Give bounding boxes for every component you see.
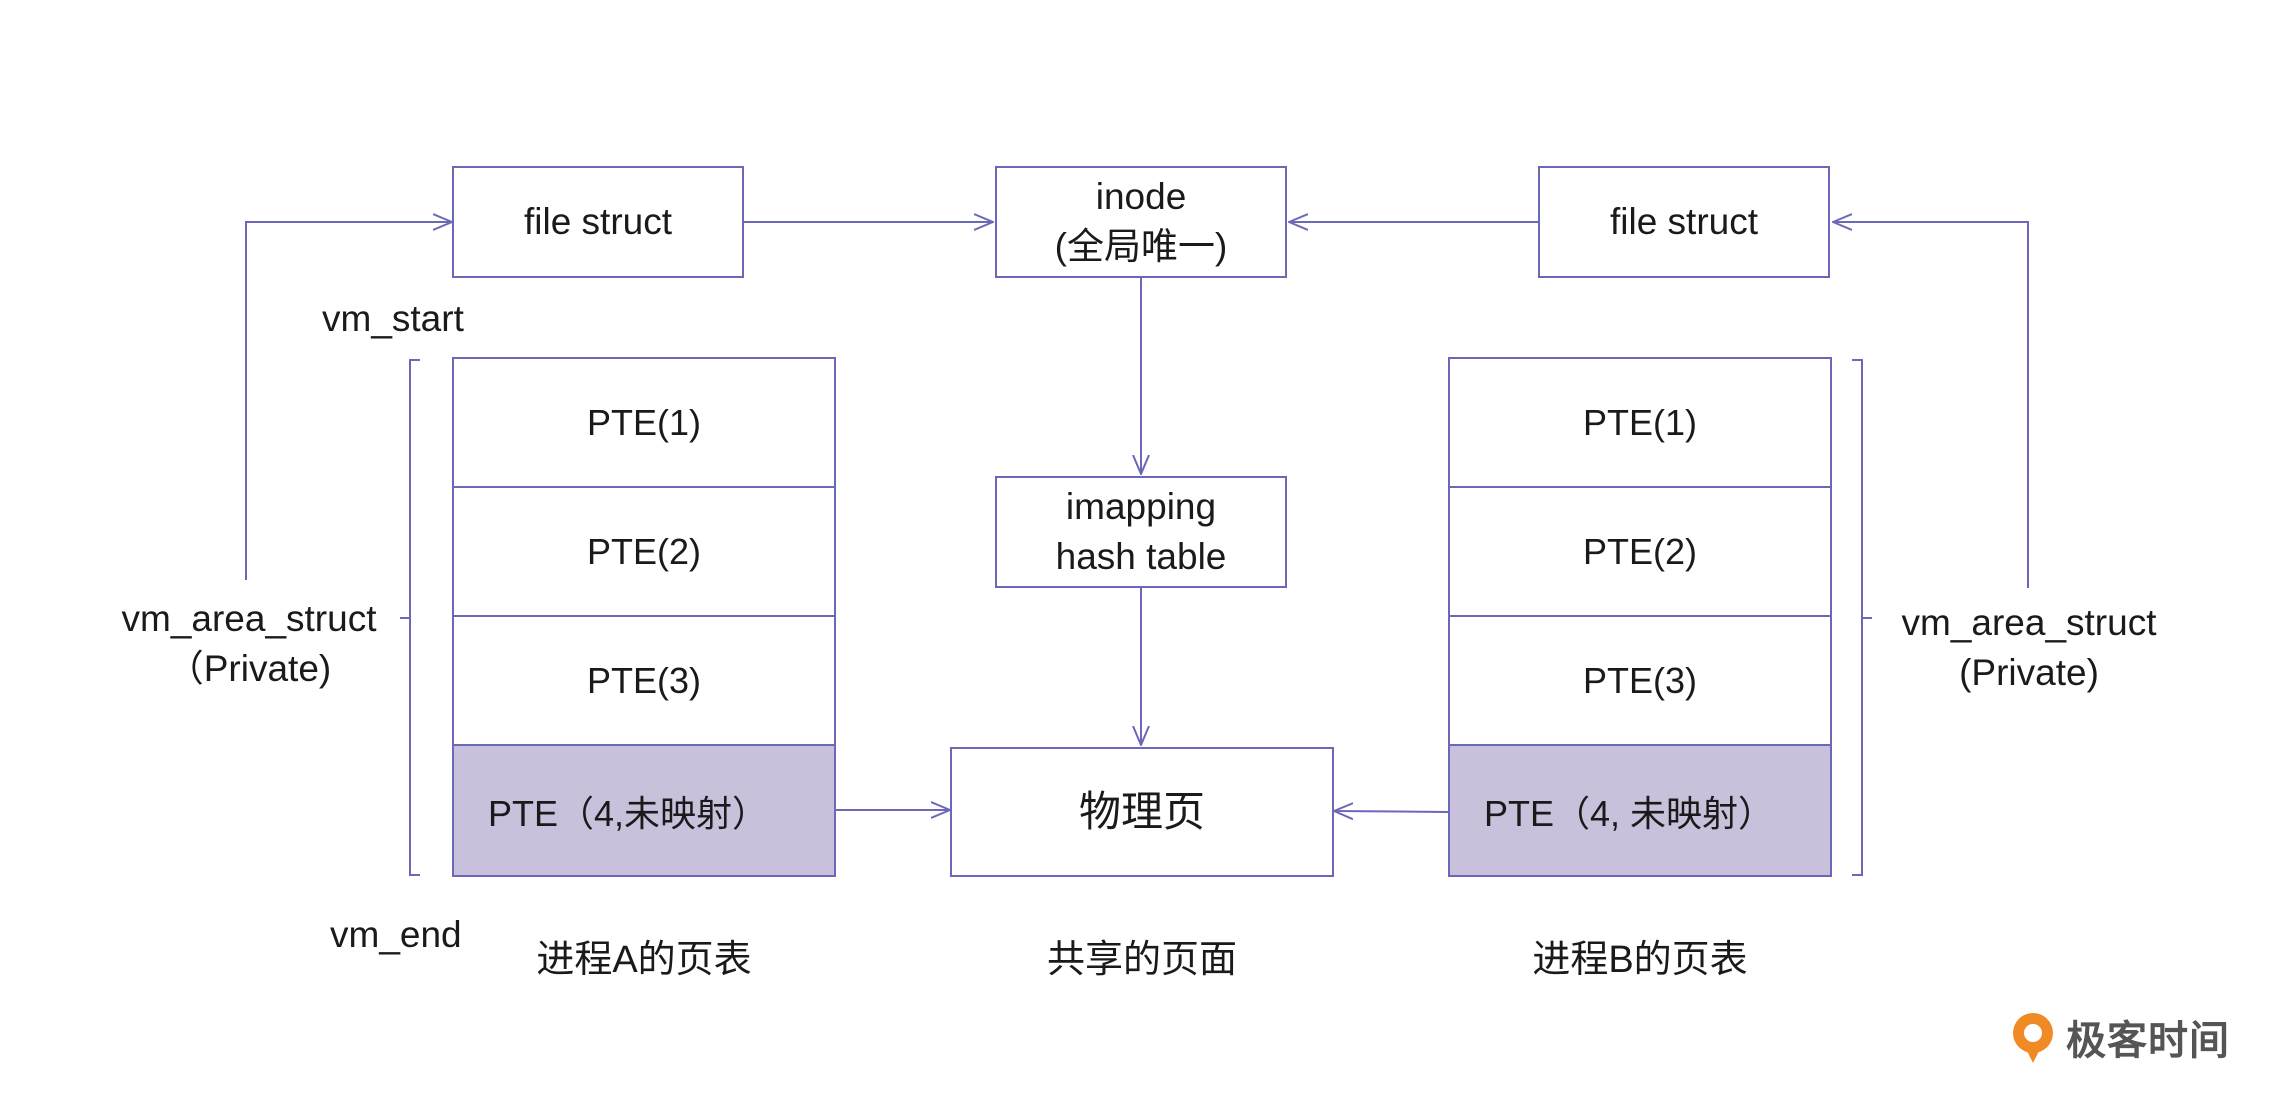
imapping-hash-table: imapping hash table: [995, 476, 1287, 588]
pte-b-1: PTE(1): [1448, 357, 1832, 488]
file-struct-right: file struct: [1538, 166, 1830, 278]
bracket-left: [409, 359, 420, 876]
pte-a-1: PTE(1): [452, 357, 836, 488]
pte-b-3: PTE(3): [1448, 615, 1832, 746]
vm-area-struct-b: vm_area_struct (Private): [1901, 602, 2157, 693]
logo-text: 极客时间: [2066, 1019, 2230, 1063]
physical-page: 物理页: [950, 747, 1334, 877]
pte-b-2: PTE(2): [1448, 486, 1832, 617]
caption-shared-page: 共享的页面: [1046, 939, 1237, 981]
bracket-right: [1852, 359, 1863, 876]
vm-area-struct-a: vm_area_struct （Private): [121, 598, 377, 689]
caption-process-b: 进程B的页表: [1532, 939, 1748, 981]
inode-box: inode (全局唯一): [995, 166, 1287, 278]
geektime-logo-icon: [2013, 1013, 2053, 1063]
pte-a-4-unmapped: PTE（4,未映射）: [452, 744, 836, 877]
caption-process-a: 进程A的页表: [536, 939, 752, 981]
arrow-pte-b4-to-page: [1334, 811, 1449, 812]
file-struct-left: file struct: [452, 166, 744, 278]
arrow-vmarea-a-to-file: [245, 222, 452, 580]
pte-b-4-unmapped: PTE（4, 未映射）: [1448, 744, 1832, 877]
pte-a-3: PTE(3): [452, 615, 836, 746]
vm-end-label: vm_end: [330, 914, 462, 955]
vm-start-label: vm_start: [322, 298, 464, 339]
pte-a-2: PTE(2): [452, 486, 836, 617]
geektime-logo: 极客时间: [2008, 1008, 2230, 1066]
arrow-vmarea-b-to-file: [1833, 222, 2029, 588]
